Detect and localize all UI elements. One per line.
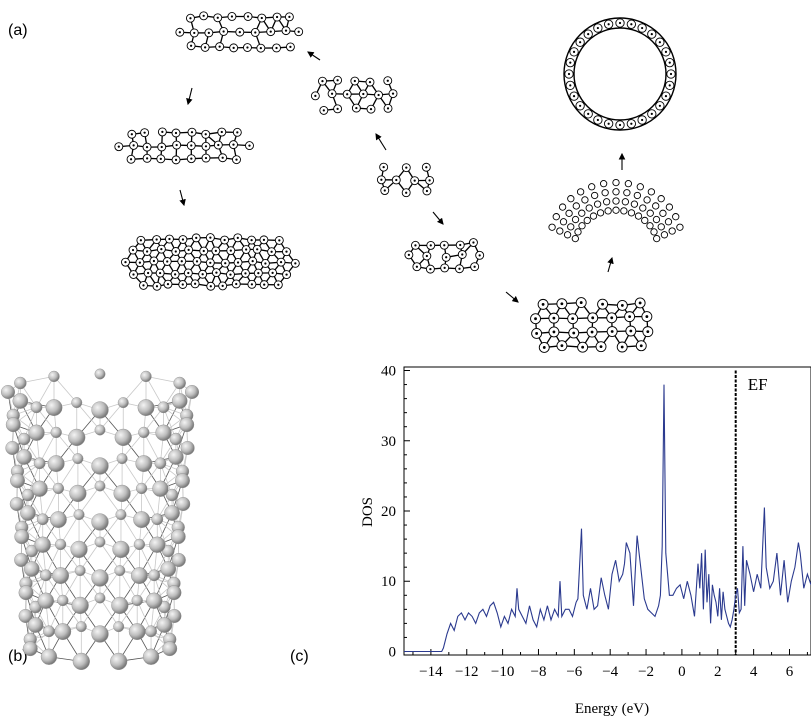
x-tick-label: −8 [530, 664, 546, 680]
dos-chart: −14 −12 −10 −8 −6 −4 −2 0 2 4 6 0 10 20 30 40 EF DOS E… [360, 364, 811, 717]
y-tick-label: 0 [389, 644, 397, 660]
cluster-step-4 [121, 233, 300, 291]
cluster-step-3 [114, 127, 254, 165]
x-tick-label: 6 [786, 664, 794, 680]
arrows [179, 51, 626, 303]
arrow-icon [375, 133, 387, 151]
x-tick-label: 2 [714, 664, 722, 680]
curved-sheet [548, 178, 684, 243]
x-axis-ticks: −14 −12 −10 −8 −6 −4 −2 0 2 4 6 [412, 649, 808, 680]
x-tick-label: 4 [750, 664, 758, 680]
cluster-step-5 [404, 238, 485, 274]
x-axis-label: Energy (eV) [575, 701, 649, 717]
arrow-icon [179, 189, 186, 207]
dos-series-line [404, 384, 811, 653]
y-tick-label: 20 [381, 504, 396, 520]
nanotube-3d-model-icon [0, 368, 199, 670]
cluster-step-2 [175, 11, 304, 53]
x-tick-label: 0 [678, 664, 686, 680]
y-tick-label: 10 [381, 574, 396, 590]
y-tick-label: 40 [381, 364, 396, 380]
x-tick-label: −6 [566, 664, 582, 680]
arrow-icon [307, 51, 321, 61]
x-tick-label: −2 [638, 664, 654, 680]
x-tick-label: −14 [419, 664, 443, 680]
arrow-icon [607, 256, 614, 273]
plot-frame [403, 366, 811, 656]
fermi-label: EF [748, 375, 768, 394]
panel-label-a: (a) [8, 22, 28, 39]
y-axis-ticks: 0 10 20 30 40 [381, 364, 410, 660]
arrow-icon [505, 291, 519, 303]
closed-ring [563, 17, 677, 131]
panel-label-b: (b) [8, 648, 28, 665]
cluster-step-1 [310, 75, 398, 115]
cluster-growth-sequence [114, 11, 684, 353]
arrow-icon [186, 87, 193, 106]
pentagon-cluster-icon [376, 162, 435, 198]
y-axis-label: DOS [360, 497, 376, 527]
y-tick-label: 30 [381, 434, 396, 450]
x-tick-label: −10 [491, 664, 514, 680]
arrow-icon [432, 211, 444, 225]
panel-label-c: (c) [290, 648, 309, 665]
x-tick-label: −12 [455, 664, 478, 680]
cluster-step-6 [530, 297, 654, 353]
x-tick-label: −4 [602, 664, 618, 680]
